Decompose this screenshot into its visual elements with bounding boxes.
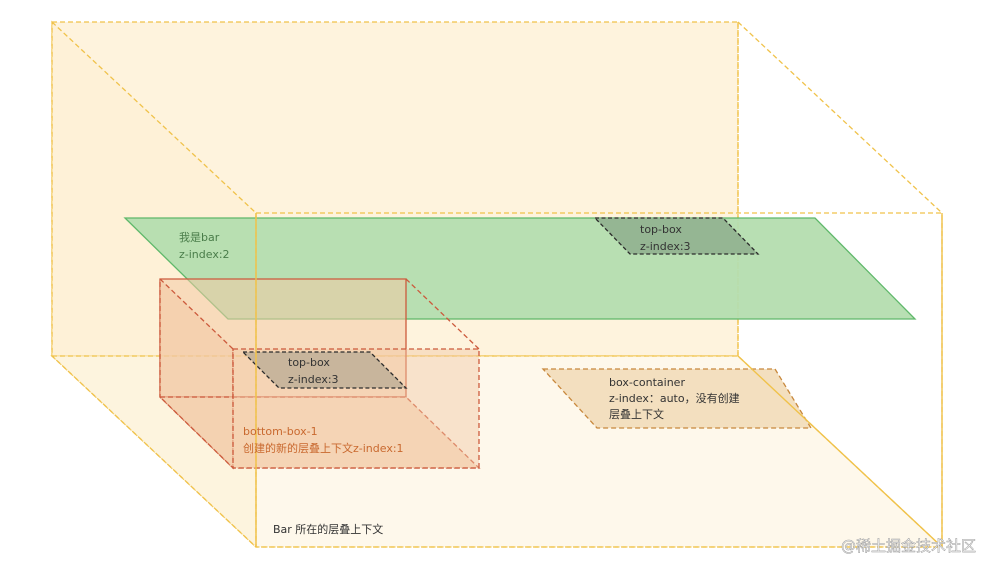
top-box-lower-label-name: top-box — [288, 356, 330, 369]
bottom-box-top-right-edge — [405, 278, 480, 350]
top-box-upper-label-zindex: z-index:3 — [640, 240, 691, 253]
top-box-lower-label-zindex: z-index:3 — [288, 373, 339, 386]
bar-label-zindex: z-index:2 — [179, 248, 230, 261]
bar-label-name: 我是bar — [179, 231, 220, 244]
watermark-text: @稀土掘金技术社区 — [841, 537, 976, 555]
box-container-label-extra: 层叠上下文 — [609, 407, 664, 421]
top-box-upper-label-name: top-box — [640, 223, 682, 236]
box-container-label-zindex: z-index：auto，没有创建 — [609, 391, 740, 405]
top-box-upper-plane — [593, 217, 760, 255]
outer-box-top-right-edge — [737, 21, 943, 214]
box-container-label-name: box-container — [609, 376, 685, 389]
top-box-lower-plane — [241, 351, 408, 389]
box-container-plane — [541, 368, 813, 429]
bottom-box-label-name: bottom-box-1 — [243, 425, 318, 438]
bottom-box-label-desc: 创建的新的层叠上下文z-index:1 — [243, 441, 404, 455]
outer-context-label: Bar 所在的层叠上下文 — [273, 522, 383, 536]
outer-box-bottom-right-edge — [737, 355, 943, 548]
